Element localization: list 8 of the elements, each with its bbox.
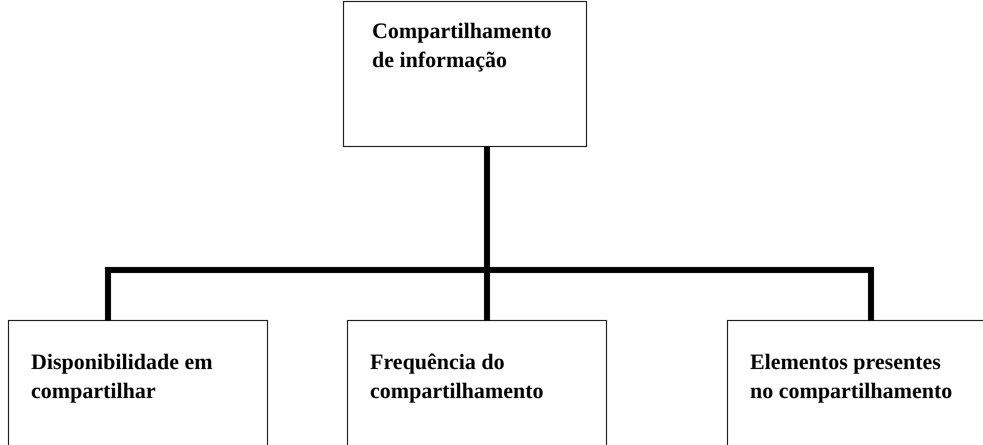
box-label: Elementos presentes no compartilhamento xyxy=(750,348,954,405)
text-box xyxy=(343,1,587,147)
box-label: Compartilhamento de informação xyxy=(372,17,553,74)
text-box xyxy=(727,320,983,445)
box-label: Frequência do compartilhamento xyxy=(370,348,545,405)
text-box xyxy=(8,320,268,445)
box-label: Disponibilidade em compartilhar xyxy=(31,348,214,405)
text-box xyxy=(347,320,607,445)
